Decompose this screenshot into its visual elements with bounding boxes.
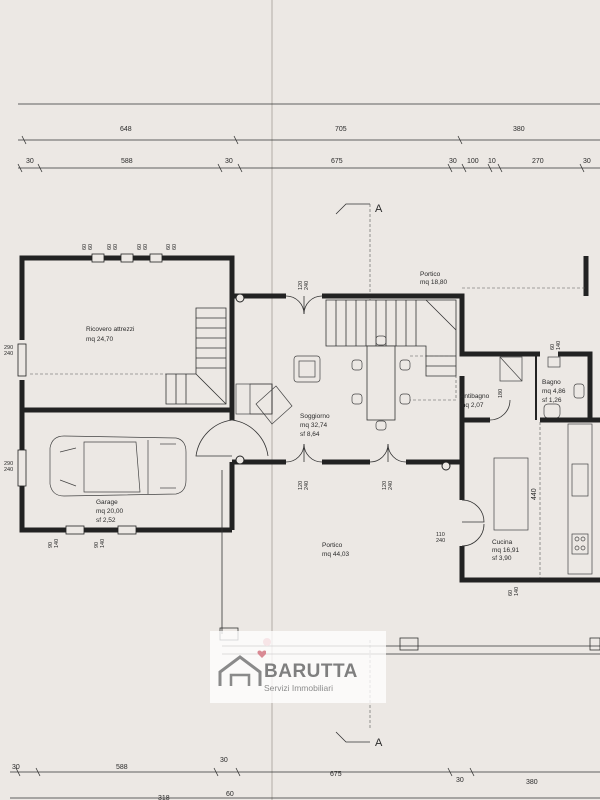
car-symbol xyxy=(49,435,187,497)
garage-bottom-label-2: 140 xyxy=(54,539,60,548)
garage-bottom-label-3: 90 xyxy=(94,542,100,548)
dim-top2-588: 588 xyxy=(121,158,133,165)
bagno-name: Bagno xyxy=(542,379,561,386)
dim-top2-30b: 30 xyxy=(225,158,233,165)
dim-bottom-675: 675 xyxy=(330,771,342,778)
antibagno-area: mq 2,07 xyxy=(460,402,484,409)
soggiorno-sf: sf 8,64 xyxy=(300,431,320,438)
dim-top2-30c: 30 xyxy=(449,158,457,165)
portico-top-area: mq 18,80 xyxy=(420,279,447,286)
watermark-brand-subtitle: Servizi Immobiliari xyxy=(264,683,333,693)
cucina-bottom-label-1: 60 xyxy=(508,590,514,596)
dim-top2-100: 100 xyxy=(467,158,479,165)
ricovero-left-label-2: 240 xyxy=(4,351,13,357)
ricovero-window-label-4: 60 xyxy=(113,244,119,250)
section-mark-top: A xyxy=(375,203,383,215)
cucina-area: mq 16,91 xyxy=(492,547,519,554)
watermark-brand-name: BARUTTA xyxy=(264,661,358,682)
watermark-heart-icon xyxy=(257,650,266,658)
antibagno-door-label: 180 xyxy=(498,389,504,398)
garage-sf: sf 2,52 xyxy=(96,517,116,524)
bagno-area: mq 4,86 xyxy=(542,388,566,395)
cucina-sf: sf 3,90 xyxy=(492,555,512,562)
dim-top-380: 380 xyxy=(513,126,525,133)
ricovero-left-label-1: 290 xyxy=(4,345,13,351)
ricovero-window-label-3: 60 xyxy=(107,244,113,250)
dim-top2-10: 10 xyxy=(488,158,496,165)
bottom-dimension-lines xyxy=(10,767,600,799)
cucina-door-label-1: 110 xyxy=(436,532,445,538)
soggiorno-bottom-door1-label-2: 240 xyxy=(304,481,310,490)
soggiorno-area: mq 32,74 xyxy=(300,422,327,429)
top-dimension-lines xyxy=(17,103,600,173)
soggiorno-top-door-label-1: 120 xyxy=(298,281,304,290)
dim-top-705: 705 xyxy=(335,126,347,133)
cucina-bottom-label-2: 140 xyxy=(514,587,520,596)
living-furniture xyxy=(231,355,321,457)
watermark-panel xyxy=(210,631,386,703)
garage-area: mq 20,00 xyxy=(96,508,123,515)
watermark-house-icon xyxy=(218,650,266,686)
ricovero-walls xyxy=(17,253,235,413)
garage-left-label-1: 290 xyxy=(4,461,13,467)
section-line-top xyxy=(335,203,371,300)
cucina-name: Cucina xyxy=(492,539,513,546)
dim-bottom-588: 588 xyxy=(116,764,128,771)
ricovero-window-label-5: 60 xyxy=(137,244,143,250)
antibagno-name: Antibagno xyxy=(460,393,490,400)
bagno-window-label-1: 60 xyxy=(550,344,556,350)
garage-walls xyxy=(17,410,235,535)
dim-bottom-30a: 30 xyxy=(12,764,20,771)
dim-top2-270: 270 xyxy=(532,158,544,165)
dim-top2-30d: 30 xyxy=(583,158,591,165)
dim-bottom-318: 318 xyxy=(158,795,170,800)
dim-top-648: 648 xyxy=(120,126,132,133)
dim-bottom-60: 60 xyxy=(226,791,234,798)
garage-bottom-label-1: 90 xyxy=(48,542,54,548)
soggiorno-name: Soggiorno xyxy=(300,413,330,420)
cucina-side-label: 440 xyxy=(531,488,538,500)
portico-top-name: Portico xyxy=(420,271,441,278)
lower-portico-outline xyxy=(219,470,600,655)
soggiorno-bottom-door2-label-2: 240 xyxy=(388,481,394,490)
ricovero-name: Ricovero attrezzi xyxy=(86,326,134,333)
soggiorno-walls xyxy=(232,293,465,471)
kitchen-walls xyxy=(459,417,600,583)
soggiorno-top-door-label-2: 240 xyxy=(304,281,310,290)
section-mark-bottom: A xyxy=(375,737,383,749)
dining-table xyxy=(351,335,411,431)
garage-left-label-2: 240 xyxy=(4,467,13,473)
portico-bottom-area: mq 44,03 xyxy=(322,551,349,558)
ricovero-window-label-1: 60 xyxy=(82,244,88,250)
ricovero-window-label-8: 60 xyxy=(172,244,178,250)
portico-bottom-name: Portico xyxy=(322,542,343,549)
dim-bottom-30c: 30 xyxy=(456,777,464,784)
bagno-window-label-2: 140 xyxy=(556,341,562,350)
garage-name: Garage xyxy=(96,499,118,506)
ricovero-area: mq 24,70 xyxy=(86,336,113,343)
ricovero-window-label-7: 60 xyxy=(166,244,172,250)
bagno-sf: sf 1,26 xyxy=(542,397,562,404)
dim-top2-675: 675 xyxy=(331,158,343,165)
ricovero-window-label-2: 60 xyxy=(88,244,94,250)
dim-bottom-30b: 30 xyxy=(220,757,228,764)
dim-top2-30a: 30 xyxy=(26,158,34,165)
soggiorno-bottom-door2-label-1: 120 xyxy=(382,481,388,490)
cucina-door-label-2: 240 xyxy=(436,538,445,544)
garage-bottom-label-4: 140 xyxy=(100,539,106,548)
dim-bottom-380: 380 xyxy=(526,779,538,786)
soggiorno-bottom-door1-label-1: 120 xyxy=(298,481,304,490)
ricovero-window-label-6: 60 xyxy=(143,244,149,250)
right-building-edge xyxy=(462,256,589,296)
ricovero-stair xyxy=(30,307,227,405)
